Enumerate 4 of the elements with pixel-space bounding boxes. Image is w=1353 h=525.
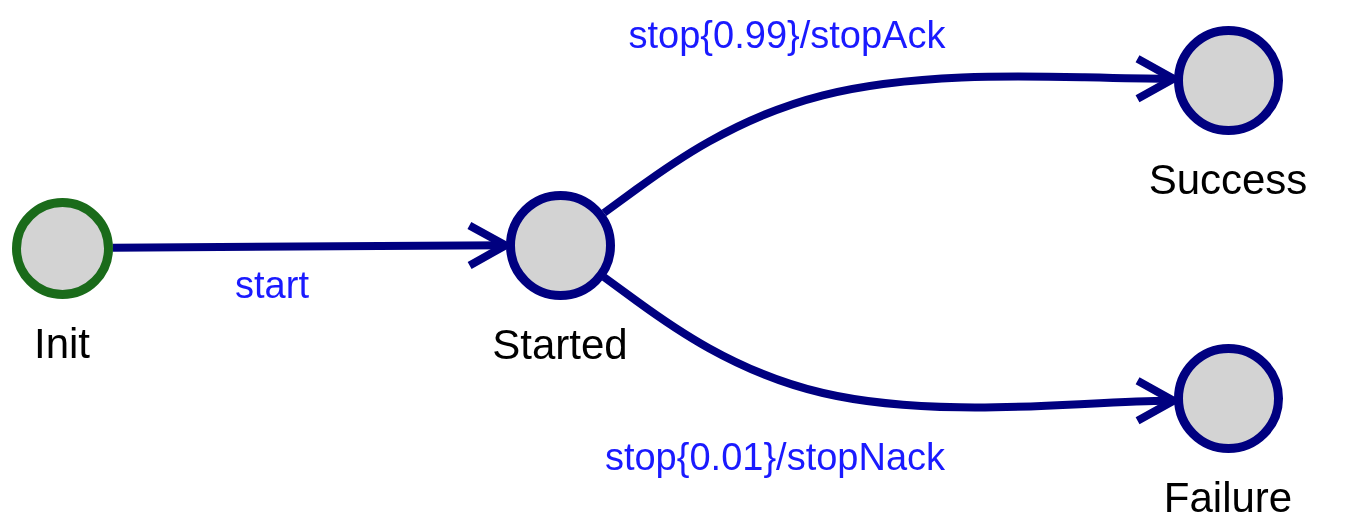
state-label: Failure <box>1163 474 1293 521</box>
state-label: Init <box>34 320 90 367</box>
state-label: Started <box>492 321 628 368</box>
state-label: Success <box>1148 156 1308 203</box>
